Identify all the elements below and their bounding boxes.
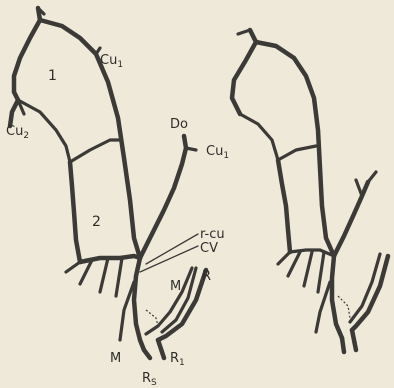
- rw-r-inner: [350, 254, 380, 322]
- rw-cell2-left: [278, 160, 290, 252]
- vein-crossvein-1-2: [70, 140, 120, 162]
- vein-cell2-left: [70, 162, 80, 262]
- left-wing-diagram: 1 2 Cu1 Cu2 Do Cu1 r-cu CV M R M R1 RS: [6, 8, 229, 388]
- label-m-inner: M: [170, 279, 181, 294]
- vein-dashed-link: [146, 310, 158, 326]
- vein-central-stem: [134, 258, 144, 350]
- right-wing-diagram: [232, 30, 388, 352]
- rw-marginal-4: [318, 252, 324, 292]
- vein-do-cu1-branch: [140, 136, 186, 258]
- rw-central-stem: [332, 256, 342, 338]
- vein-upper-frame: [14, 8, 40, 100]
- vein-marginal-4: [116, 258, 122, 296]
- label-cell-1: 1: [48, 68, 57, 84]
- vein-cu1-right-fork: [186, 148, 196, 150]
- vein-cell2-bottom: [80, 256, 140, 262]
- rw-fork: [334, 182, 368, 256]
- vein-marginal-3: [100, 258, 108, 292]
- vein-cu1-upper: [40, 20, 140, 258]
- rw-marginal-2: [288, 252, 300, 276]
- vein-r1: [158, 340, 164, 358]
- label-cell-2: 2: [92, 214, 101, 230]
- label-cu2: Cu2: [6, 124, 29, 141]
- label-r: R: [202, 269, 211, 284]
- rw-fork-right: [368, 172, 376, 182]
- rw-marginal-1: [278, 252, 290, 264]
- rw-cell1-bottom: [240, 114, 278, 160]
- label-r1: R1: [170, 351, 185, 368]
- label-cu1-right: Cu1: [206, 144, 229, 161]
- rw-fork-left: [356, 180, 362, 196]
- vein-marginal-1: [66, 262, 80, 272]
- label-cu1-top: Cu1: [100, 53, 123, 70]
- rw-top-spur: [238, 30, 250, 34]
- vein-m-outer: [120, 282, 134, 340]
- rw-marginal-3: [304, 252, 312, 286]
- label-r-cu: r-cu: [200, 227, 225, 242]
- label-rs: RS: [142, 371, 157, 388]
- label-m-outer: M: [110, 351, 121, 366]
- vein-cu2: [10, 100, 18, 126]
- rw-upper-frame: [232, 30, 256, 114]
- label-cv: CV: [200, 241, 218, 256]
- label-do: Do: [170, 117, 188, 132]
- rw-crossvein: [278, 146, 316, 160]
- rw-r-outer: [352, 256, 388, 330]
- rw-terminal-2: [352, 330, 356, 350]
- rw-terminal-1: [342, 338, 344, 352]
- rw-dashed-link: [338, 296, 350, 318]
- vein-rs: [144, 350, 150, 358]
- pointer-cv: [140, 246, 198, 272]
